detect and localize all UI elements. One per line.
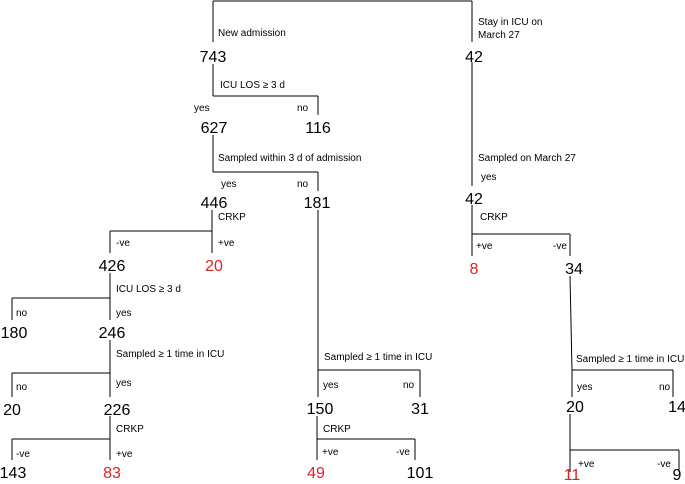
label-no: no [297,103,309,114]
node-counts: 743 42 627 116 446 181 42 426 20 8 34 18… [0,49,685,484]
node-count: 42 [465,49,483,66]
label-no: no [16,382,28,393]
label-neg: -ve [657,459,671,470]
node-count: 20 [566,399,584,416]
label-crkp: CRKP [116,424,144,435]
label-pos: +ve [218,238,235,249]
node-count-crkp-positive: 20 [205,258,223,275]
node-count: 34 [565,261,583,278]
label-stay-icu-date: March 27 [478,30,520,41]
label-neg: -ve [116,238,130,249]
node-count: 743 [200,49,227,66]
node-count: 101 [407,465,434,482]
label-icu-los: ICU LOS ≥ 3 d [220,80,285,91]
label-new-admission: New admission [218,28,286,39]
node-count: 150 [307,401,334,418]
label-neg: -ve [396,447,410,458]
label-sampled-once: Sampled ≥ 1 time in ICU [576,354,684,365]
node-count: 116 [305,120,331,137]
label-no: no [403,380,415,391]
label-sampled-once: Sampled ≥ 1 time in ICU [116,349,224,360]
label-crkp: CRKP [218,212,246,223]
label-sampled-once: Sampled ≥ 1 time in ICU [324,352,432,363]
node-count: 246 [99,325,126,342]
node-count: 627 [201,120,228,137]
node-count: 9 [673,467,682,484]
node-count-crkp-positive: 8 [470,261,479,278]
label-no: no [297,179,309,190]
label-yes: yes [116,308,132,319]
label-yes: yes [221,179,237,190]
label-neg: -ve [16,449,30,460]
node-count: 143 [0,465,26,482]
node-count: 446 [201,195,228,212]
label-yes: yes [116,378,132,389]
label-yes: yes [577,382,593,393]
label-neg: -ve [553,241,567,252]
label-pos: +ve [578,459,595,470]
node-count: 226 [104,402,131,419]
label-yes: yes [323,380,339,391]
label-pos: +ve [116,449,133,460]
label-yes: yes [481,172,497,183]
label-icu-los: ICU LOS ≥ 3 d [116,284,181,295]
label-yes: yes [194,103,210,114]
branch-labels: New admission Stay in ICU on March 27 IC… [16,17,684,470]
label-no: no [16,308,28,319]
label-sampled-on: Sampled on March 27 [478,153,576,164]
connector [569,275,573,371]
label-sampled-within: Sampled within 3 d of admission [218,153,361,164]
node-count-crkp-positive: 49 [307,465,325,482]
connector-lines [11,0,680,472]
node-count: 20 [3,402,21,419]
label-crkp: CRKP [323,424,351,435]
node-count: 426 [99,258,126,275]
node-count: 42 [465,191,483,208]
label-pos: +ve [476,241,493,252]
label-crkp: CRKP [480,212,508,223]
label-stay-icu: Stay in ICU on [478,17,542,28]
node-count: 14 [668,399,685,416]
label-no: no [659,382,671,393]
node-count: 31 [411,401,429,418]
node-count: 181 [304,195,331,212]
node-count-crkp-positive: 11 [564,467,581,484]
label-pos: +ve [322,447,339,458]
node-count: 180 [1,325,28,342]
node-count-crkp-positive: 83 [103,465,121,482]
